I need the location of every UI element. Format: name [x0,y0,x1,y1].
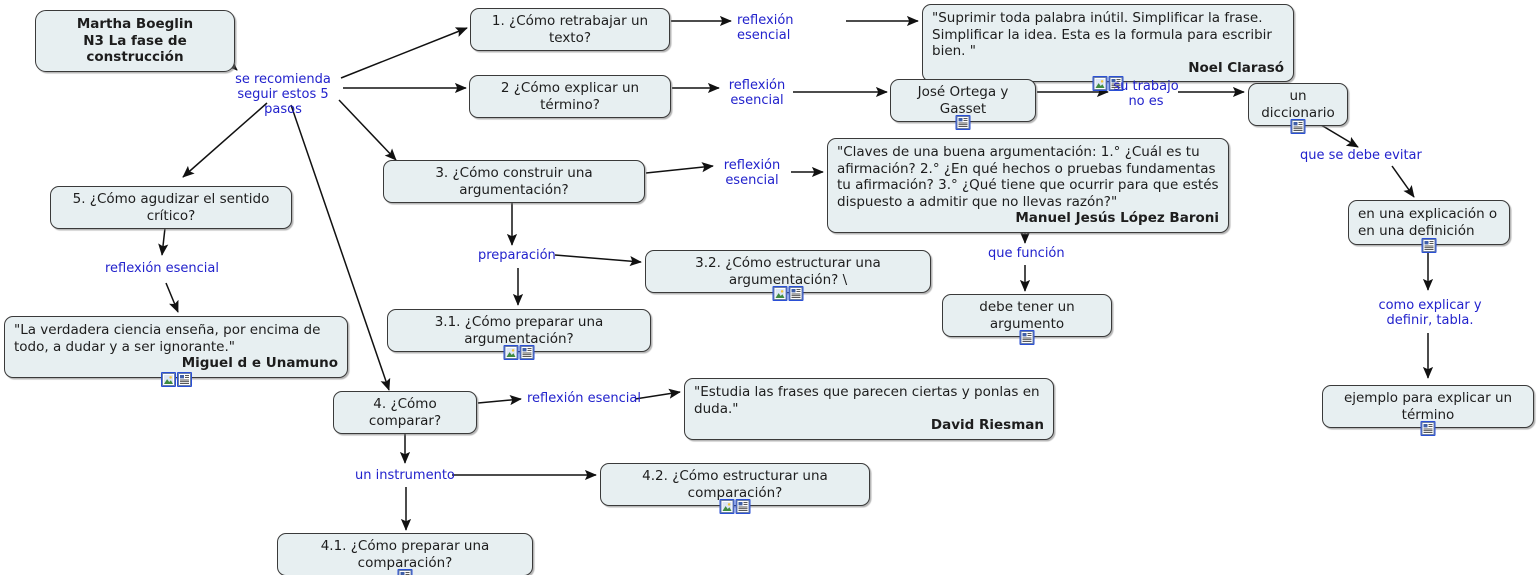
document-resource-icon[interactable] [1019,330,1035,345]
node-argumento-label: debe tener un argumento [979,299,1075,332]
document-resource-icon[interactable] [1290,119,1306,134]
resource-icons [1290,119,1306,134]
link-label-que-se-debe-evitar[interactable]: que se debe evitar [1300,148,1422,163]
node-q5[interactable]: 5. ¿Cómo agudizar el sentido crítico? [50,186,292,229]
document-resource-icon[interactable] [1421,238,1437,253]
document-resource-icon[interactable] [397,569,413,575]
node-q42-label: 4.2. ¿Cómo estructurar una comparación? [642,468,828,501]
node-ortega[interactable]: José Ortega y Gasset [890,79,1036,130]
quote-clarasio-author: Noel Clarasó [1188,59,1284,76]
resource-icons [1092,76,1124,91]
quote-unamuno-text: "La verdadera ciencia enseña, por encima… [14,322,321,355]
node-q3[interactable]: 3. ¿Cómo construir una argumentación? [383,160,645,203]
link-label-un-instrumento[interactable]: un instrumento [355,468,455,483]
quote-riesman-author: David Riesman [930,417,1044,433]
quote-riesman-text: "Estudia las frases que parecen ciertas … [694,384,1040,417]
document-resource-icon[interactable] [1420,421,1436,436]
link-label-reflexion-3[interactable]: reflexión esencial [723,158,781,188]
quote-unamuno-author: Miguel d e Unamuno [181,355,338,371]
link-label-como-explicar[interactable]: como explicar y definir, tabla. [1378,298,1482,328]
link-label-reflexion-4[interactable]: reflexión esencial [527,391,641,406]
resource-icons [161,371,192,387]
resource-icons [955,115,971,130]
document-resource-icon[interactable] [1108,76,1124,91]
node-ortega-label: José Ortega y Gasset [917,84,1009,117]
document-resource-icon[interactable] [788,286,804,301]
node-diccionario[interactable]: un diccionario [1248,83,1348,134]
node-diccionario-label: un diccionario [1261,88,1335,121]
resource-icons [1019,330,1035,345]
node-q1-label: 1. ¿Cómo retrabajar un texto? [491,13,649,46]
image-resource-icon[interactable] [719,499,735,514]
quote-baroni-text: "Claves de una buena argumentación: 1.° … [837,144,1219,210]
link-label-su-trabajo[interactable]: su trabajo no es [1113,79,1179,109]
quote-clarasio-text: "Suprimir toda palabra inútil. Simplific… [932,10,1272,59]
resource-icons [503,345,535,360]
resource-icons [1421,238,1437,253]
link-label-reflexion-5[interactable]: reflexión esencial [105,261,219,276]
node-quote-baroni[interactable]: "Claves de una buena argumentación: 1.° … [827,138,1229,233]
document-resource-icon[interactable] [177,371,192,387]
node-q42[interactable]: 4.2. ¿Cómo estructurar una comparación? [600,463,870,514]
node-ejemplo[interactable]: ejemplo para explicar un término [1322,385,1534,436]
image-resource-icon[interactable] [161,371,176,387]
document-resource-icon[interactable] [519,345,535,360]
node-q31[interactable]: 3.1. ¿Cómo preparar una argumentación? [387,309,651,360]
document-resource-icon[interactable] [955,115,971,130]
node-q4[interactable]: 4. ¿Cómo comparar? [333,391,477,434]
node-ejemplo-label: ejemplo para explicar un término [1343,390,1513,423]
node-q5-label: 5. ¿Cómo agudizar el sentido crítico? [72,191,270,224]
node-quote-riesman[interactable]: "Estudia las frases que parecen ciertas … [684,378,1054,440]
node-q41[interactable]: 4.1. ¿Cómo preparar una comparación? [277,533,533,575]
node-explicacion[interactable]: en una explicación o en una definición [1348,200,1510,253]
node-q32[interactable]: 3.2. ¿Cómo estructurar una argumentación… [645,250,931,301]
link-label-preparacion[interactable]: preparación [478,248,556,263]
node-q41-label: 4.1. ¿Cómo preparar una comparación? [320,538,490,571]
resource-icons [397,569,413,575]
node-q3-label: 3. ¿Cómo construir una argumentación? [435,165,593,198]
node-explicacion-label: en una explicación o en una definición [1358,206,1498,239]
document-resource-icon[interactable] [735,499,751,514]
node-q32-label: 3.2. ¿Cómo estructurar una argumentación… [695,255,881,288]
node-title-label: Martha Boeglin N3 La fase de construcció… [76,16,194,65]
resource-icons [1420,421,1436,436]
image-resource-icon[interactable] [1092,76,1108,91]
node-title[interactable]: Martha Boeglin N3 La fase de construcció… [35,10,235,72]
node-q4-label: 4. ¿Cómo comparar? [368,396,442,429]
link-label-hub[interactable]: se recomienda seguir estos 5 pasos [235,72,331,117]
image-resource-icon[interactable] [503,345,519,360]
node-quote-clarasio[interactable]: "Suprimir toda palabra inútil. Simplific… [922,4,1294,91]
node-q2-label: 2 ¿Cómo explicar un término? [500,80,640,113]
node-q31-label: 3.1. ¿Cómo preparar una argumentación? [434,314,604,347]
image-resource-icon[interactable] [772,286,788,301]
link-label-reflexion-2[interactable]: reflexión esencial [728,78,786,108]
node-q1[interactable]: 1. ¿Cómo retrabajar un texto? [470,8,670,51]
resource-icons [719,499,751,514]
node-argumento[interactable]: debe tener un argumento [942,294,1112,345]
link-label-reflexion-1[interactable]: reflexión esencial [737,13,794,43]
link-label-que-funcion[interactable]: que función [988,246,1065,261]
node-quote-unamuno[interactable]: "La verdadera ciencia enseña, por encima… [4,316,348,387]
node-q2[interactable]: 2 ¿Cómo explicar un término? [469,75,671,118]
resource-icons [772,286,804,301]
quote-baroni-author: Manuel Jesús López Baroni [1015,210,1219,226]
